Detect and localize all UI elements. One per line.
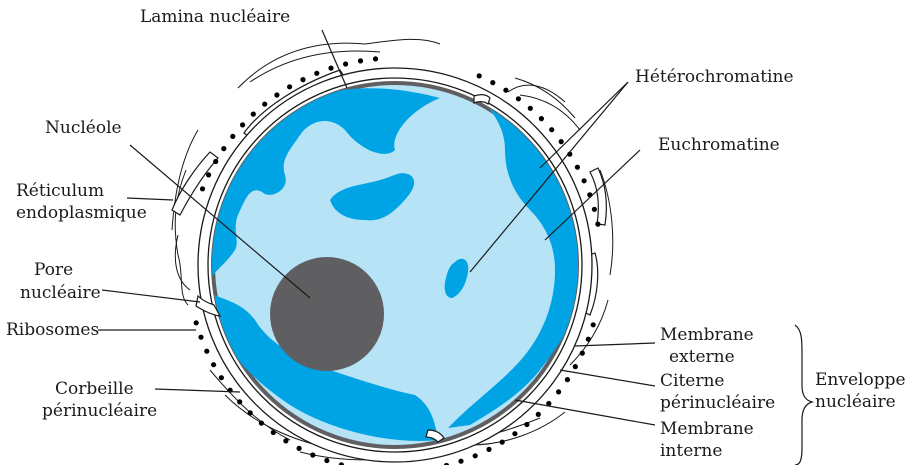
ribosome-dot	[591, 322, 596, 327]
ribosome-dot	[373, 56, 378, 61]
ribosome-dot	[314, 71, 319, 76]
ribosome-dot	[219, 375, 224, 380]
label-corbeille-1: Corbeille	[55, 379, 134, 399]
ribosome-dot	[198, 335, 203, 340]
ribosome-dot	[283, 438, 288, 443]
ribosome-dot	[586, 337, 591, 342]
label-membrane-interne-2: interne	[660, 441, 722, 461]
envelope-brace	[795, 325, 812, 465]
ribosome-dot	[516, 96, 521, 101]
label-euchromatine: Euchromatine	[658, 135, 780, 155]
label-membrane-interne-1: Membrane	[660, 419, 754, 439]
ribosome-dot	[300, 77, 305, 82]
label-citerne-2: périnucléaire	[660, 393, 775, 413]
label-reticulum-1: Réticulum	[16, 181, 104, 201]
ribosome-dot	[524, 422, 529, 427]
ribosome-dot	[549, 127, 554, 132]
ribosome-dot	[200, 186, 205, 191]
ribosome-dot	[248, 410, 253, 415]
ribosome-dot	[310, 452, 315, 457]
ribosome-dot	[213, 159, 218, 164]
label-enveloppe-2: nucléaire	[815, 392, 896, 412]
ribosome-dot	[503, 88, 508, 93]
ribosome-dot	[194, 320, 199, 325]
label-heterochromatine: Hétérochromatine	[635, 67, 794, 87]
ribosome-dot	[251, 112, 256, 117]
label-ribosomes: Ribosomes	[6, 320, 99, 340]
ribosome-dot	[297, 446, 302, 451]
ribosome-dot	[477, 73, 482, 78]
ribosome-dot	[490, 80, 495, 85]
ribosome-dot	[559, 139, 564, 144]
ribosome-dot	[473, 453, 478, 458]
ribosome-dot	[486, 447, 491, 452]
ribosome-dot	[328, 66, 333, 71]
label-nucleole: Nucléole	[45, 118, 122, 138]
ribosome-dot	[262, 102, 267, 107]
label-corbeille-2: périnucléaire	[42, 401, 157, 421]
ribosome-dot	[230, 134, 235, 139]
ribosome-dot	[358, 58, 363, 63]
ribosome-dot	[287, 84, 292, 89]
ribosome-dot	[343, 61, 348, 66]
nucleolus	[270, 257, 384, 371]
ribosome-dot	[595, 222, 600, 227]
label-membrane-externe-2: externe	[669, 347, 735, 367]
label-citerne-1: Citerne	[660, 371, 724, 391]
ribosome-dot	[500, 440, 505, 445]
ribosome-dot	[575, 165, 580, 170]
ribosome-dot	[582, 178, 587, 183]
ribosome-dot	[512, 431, 517, 436]
label-reticulum-2: endoplasmique	[16, 203, 147, 223]
ribosome-dot	[528, 106, 533, 111]
ribosome-dot	[565, 377, 570, 382]
ribosome-dot	[211, 362, 216, 367]
ribosome-dot	[259, 421, 264, 426]
ribosome-dot	[324, 458, 329, 463]
ribosome-dot	[206, 172, 211, 177]
ribosome-dot	[573, 364, 578, 369]
ribosome-dot	[458, 459, 463, 464]
ribosome-dot	[240, 122, 245, 127]
ribosome-dot	[536, 412, 541, 417]
ribosome-dot	[539, 116, 544, 121]
ribosome-dot	[580, 351, 585, 356]
label-membrane-externe-1: Membrane	[660, 325, 754, 345]
ribosome-dot	[274, 92, 279, 97]
ribosome-dot	[587, 192, 592, 197]
ribosome-dot	[221, 146, 226, 151]
ribosome-dot	[204, 349, 209, 354]
ribosome-dot	[271, 430, 276, 435]
label-pore-2: nucléaire	[20, 283, 101, 303]
label-pore-1: Pore	[34, 260, 73, 280]
ribosome-dot	[237, 399, 242, 404]
label-enveloppe-1: Enveloppe	[815, 370, 906, 390]
label-lamina-nucleaire: Lamina nucléaire	[140, 7, 290, 27]
ribosome-dot	[592, 207, 597, 212]
ribosome-dot	[556, 389, 561, 394]
